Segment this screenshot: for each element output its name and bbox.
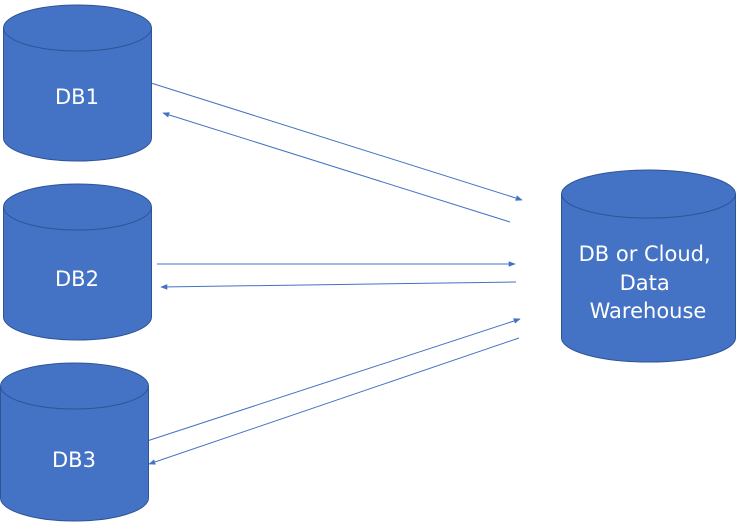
arrow-db1-to-target xyxy=(150,82,523,201)
db1-label: DB1 xyxy=(55,85,99,109)
data-warehouse-label-line-1: DB or Cloud, xyxy=(579,242,711,266)
connectors xyxy=(146,82,523,465)
db1-cylinder: DB1 xyxy=(3,4,152,162)
db2-label: DB2 xyxy=(55,267,99,291)
arrow-target-to-db2 xyxy=(160,281,517,290)
db2-cylinder: DB2 xyxy=(3,183,152,341)
db3-cylinder: DB3 xyxy=(0,362,149,522)
arrow-db3-to-target xyxy=(146,318,521,442)
arrow-target-to-db3 xyxy=(148,337,520,465)
data-warehouse-label: DB or Cloud, Data Warehouse xyxy=(579,242,718,323)
data-warehouse-label-line-3: Warehouse xyxy=(590,299,707,323)
data-warehouse-label-line-2: Data xyxy=(620,271,670,295)
db3-label: DB3 xyxy=(52,448,96,472)
data-warehouse-cylinder: DB or Cloud, Data Warehouse xyxy=(561,169,736,363)
arrow-target-to-db1 xyxy=(162,112,511,223)
